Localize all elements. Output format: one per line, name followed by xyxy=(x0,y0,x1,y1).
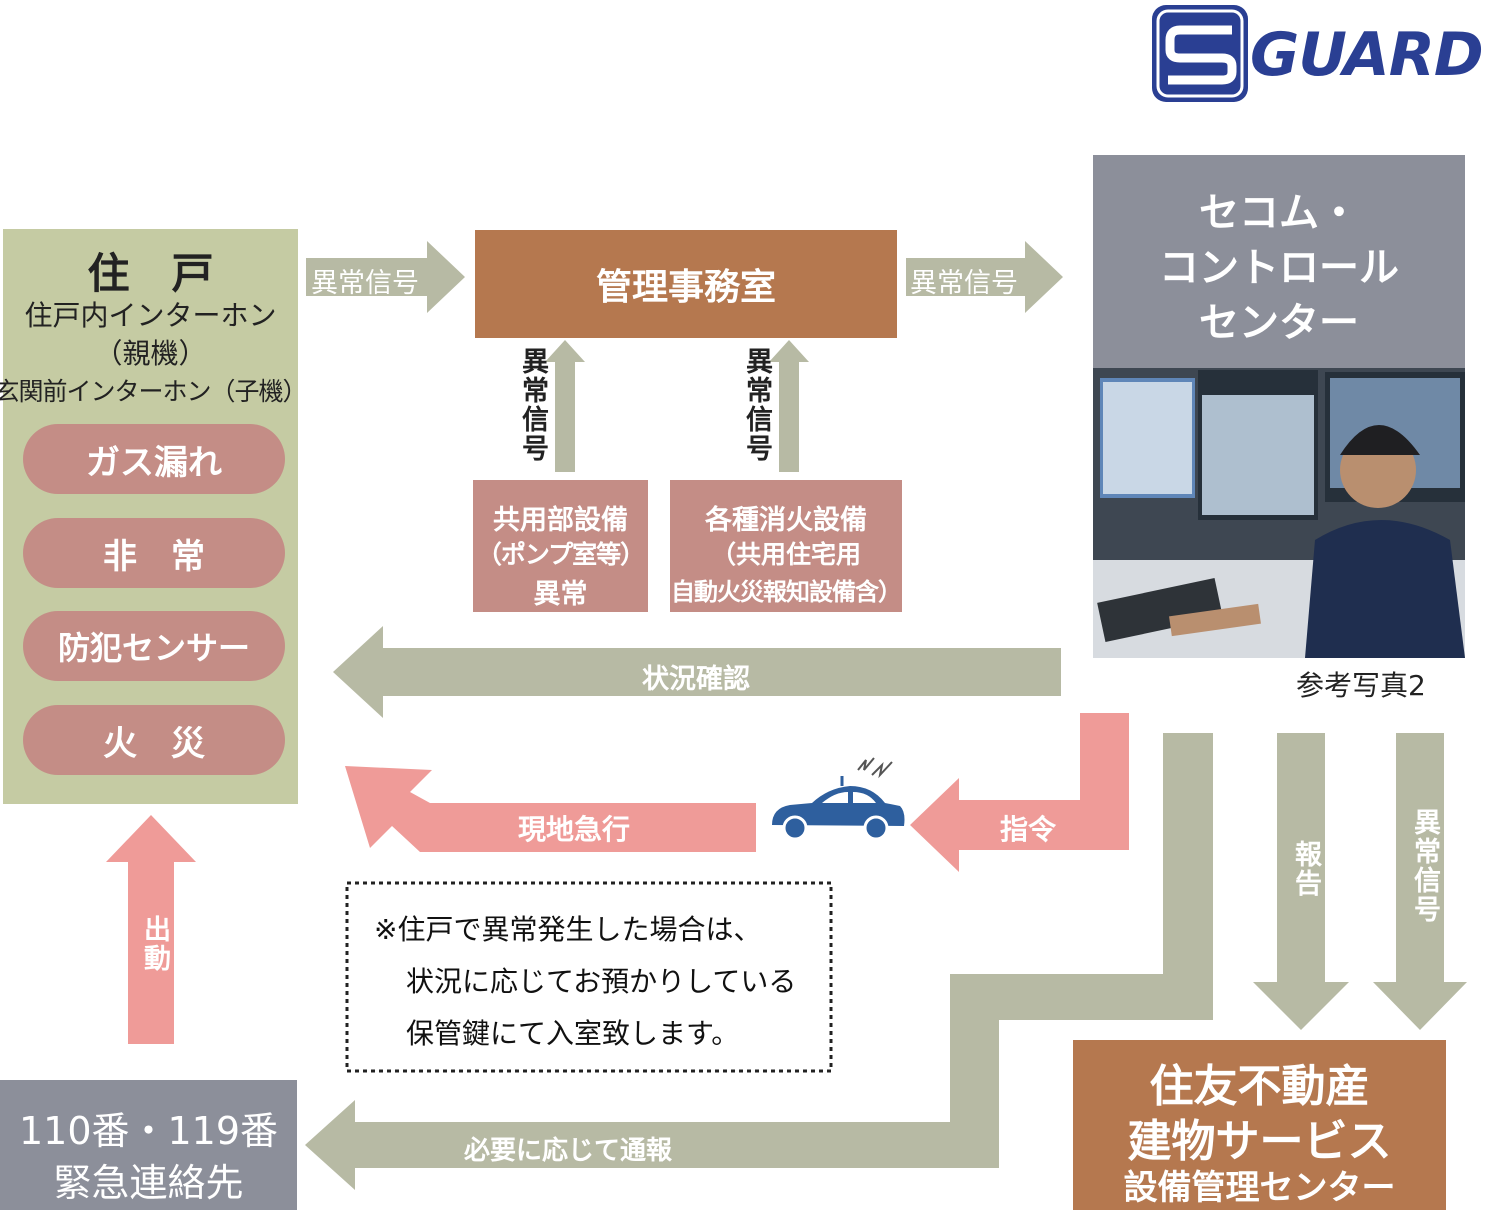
pill-fire: 火 災 xyxy=(23,705,285,775)
pill-emergency: 非 常 xyxy=(23,518,285,588)
signal-arrow-up-2-label: 異常信号 xyxy=(741,347,772,463)
report-arrow xyxy=(1253,733,1349,1030)
signal-arrow-left xyxy=(306,241,465,313)
notify-label: 必要に応じて通報 xyxy=(464,1136,673,1166)
residence-line2: （親機） xyxy=(94,337,207,370)
signal-arrow-up-1-label: 異常信号 xyxy=(517,347,548,463)
photo-caption: 参考写真2 xyxy=(1296,669,1426,702)
notify-arrow xyxy=(305,733,1213,1190)
residence-line1: 住戸内インターホン xyxy=(24,299,277,332)
report-label: 報告 xyxy=(1290,840,1321,898)
secom-line1: セコム・ xyxy=(1199,190,1359,236)
dispatch-arrow xyxy=(106,815,196,1044)
sumitomo-line3: 設備管理センター xyxy=(1123,1168,1396,1208)
note-line1: ※住戸で異常発生した場合は、 xyxy=(374,913,762,946)
status-check-label: 状況確認 xyxy=(642,664,750,695)
note-line2: 状況に応じてお預かりしている xyxy=(406,965,797,998)
note-box xyxy=(345,881,833,1073)
emergency-box xyxy=(0,1080,297,1210)
residence-line3: 玄関前インターホン（子機） xyxy=(0,377,308,406)
signal-arrow-up-2 xyxy=(769,340,809,472)
sumitomo-box xyxy=(1073,1040,1446,1210)
pill-security-sensor: 防犯センサー xyxy=(23,611,285,681)
status-check-arrow xyxy=(333,626,1061,718)
signal-arrow-up-1 xyxy=(545,340,585,472)
note-line3: 保管鍵にて入室致します。 xyxy=(406,1017,740,1050)
dispatch-label: 出動 xyxy=(139,915,170,973)
logo-text: GUARD xyxy=(1250,20,1484,90)
emergency-line2: 緊急連絡先 xyxy=(53,1161,244,1205)
management-title: 管理事務室 xyxy=(595,267,776,308)
rush-arrow xyxy=(345,766,756,852)
signal-arrow-right xyxy=(906,241,1063,313)
signal-arrow-left-label: 異常信号 xyxy=(311,268,419,299)
common-equipment-line1: 共用部設備 xyxy=(493,505,628,536)
common-equipment-box xyxy=(473,480,648,612)
secom-line3: センター xyxy=(1199,300,1359,346)
patrol-car-icon xyxy=(772,757,905,841)
signal-arrow-down-label: 異常信号 xyxy=(1409,808,1440,924)
sumitomo-line2: 建物サービス xyxy=(1127,1116,1392,1167)
fire-equipment-box xyxy=(670,480,902,612)
signal-arrow-down xyxy=(1373,733,1467,1030)
fire-equipment-line3: 自動火災報知設備含） xyxy=(671,578,902,606)
management-box xyxy=(475,230,897,338)
residence-title: 住 戸 xyxy=(87,249,214,298)
command-arrow xyxy=(910,713,1129,872)
pill-gas-leak: ガス漏れ xyxy=(23,424,285,494)
secom-line2: コントロール xyxy=(1159,245,1399,291)
common-equipment-line2: （ポンプ室等） xyxy=(476,540,645,569)
fire-equipment-line1: 各種消火設備 xyxy=(705,505,867,536)
common-equipment-line3: 異常 xyxy=(533,579,588,610)
sumitomo-line1: 住友不動産 xyxy=(1149,1061,1370,1112)
sguard-logo xyxy=(1152,5,1248,102)
secom-box xyxy=(1093,155,1465,368)
command-label: 指令 xyxy=(1000,813,1057,846)
control-room-photo xyxy=(1093,368,1465,658)
signal-arrow-right-label: 異常信号 xyxy=(910,268,1018,299)
fire-equipment-line2: （共用住宅用 xyxy=(710,540,861,569)
rush-label: 現地急行 xyxy=(518,813,631,846)
emergency-line1: 110番・119番 xyxy=(18,1109,279,1153)
